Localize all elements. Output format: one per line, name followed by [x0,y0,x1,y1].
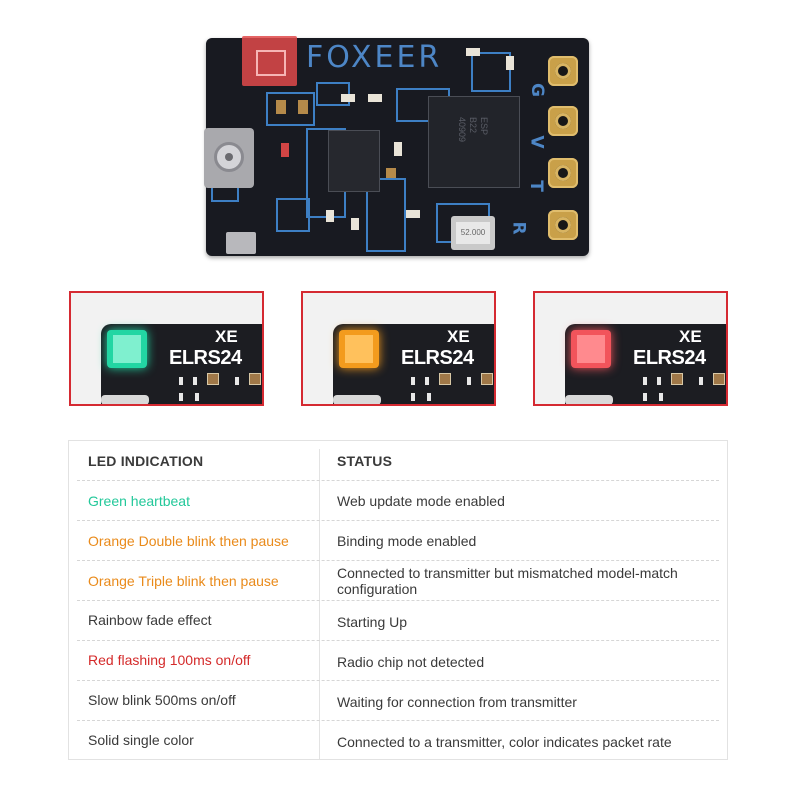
status-cell: Connected to transmitter but mismatched … [337,565,678,597]
led-orange [345,335,373,363]
table-row: Slow blink 500ms on/off Waiting for conn… [69,681,727,721]
pin-label-r: R [508,221,529,235]
led-indication-cell: Green heartbeat [88,493,190,509]
led-indication-cell: Rainbow fade effect [88,612,212,628]
header-led-indication: LED INDICATION [88,453,204,469]
panel-corner-mark: XE [215,327,238,346]
led-indication-cell: Solid single color [88,732,194,748]
panel-corner-mark: XE [679,327,702,346]
pin-label-g: G [526,83,547,97]
solder-pad-g [548,56,578,86]
status-led [256,50,286,76]
table-header-row: LED INDICATION STATUS [69,441,727,481]
led-red [577,335,605,363]
receiver-board-image: FOXEER ESP B22 40909 52.000 G V T R [204,36,589,256]
panel-corner-mark: XE [447,327,470,346]
antenna-connector [204,128,254,188]
crystal-oscillator: 52.000 [451,216,495,250]
led-panel-orange: XE ELRS24 [301,291,496,406]
status-cell: Waiting for connection from transmitter [337,694,577,710]
table-row: Rainbow fade effect Starting Up [69,601,727,641]
led-status-table: LED INDICATION STATUS Green heartbeat We… [68,440,728,760]
solder-pad-r [548,210,578,240]
pin-label-t: T [525,180,546,192]
status-cell: Radio chip not detected [337,654,485,670]
status-cell: Binding mode enabled [337,533,477,549]
led-indication-cell: Red flashing 100ms on/off [88,652,251,668]
led-panel-red: XE ELRS24 [533,291,728,406]
led-green [113,335,141,363]
led-indication-cell: Orange Double blink then pause [88,533,289,549]
table-row: Orange Triple blink then pause Connected… [69,561,727,601]
table-row: Orange Double blink then pause Binding m… [69,521,727,561]
panel-label: ELRS24 [401,347,474,369]
header-status: STATUS [337,453,393,469]
led-panel-green: XE ELRS24 [69,291,264,406]
led-indication-cell: Slow blink 500ms on/off [88,692,236,708]
table-row: Green heartbeat Web update mode enabled [69,481,727,521]
table-row: Solid single color Connected to a transm… [69,721,727,759]
status-cell: Starting Up [337,614,408,630]
pin-label-v: V [526,135,547,149]
status-cell: Web update mode enabled [337,493,505,509]
table-row: Red flashing 100ms on/off Radio chip not… [69,641,727,681]
status-cell: Connected to a transmitter, color indica… [337,734,672,750]
led-indication-cell: Orange Triple blink then pause [88,573,279,589]
status-led-highlight [242,36,297,86]
solder-pad-t [548,158,578,188]
panel-label: ELRS24 [169,347,242,369]
panel-label: ELRS24 [633,347,706,369]
mcu-chip: ESP B22 40909 [428,96,520,188]
board-brand-text: FOXEER [306,40,443,75]
solder-pad-v [548,106,578,136]
